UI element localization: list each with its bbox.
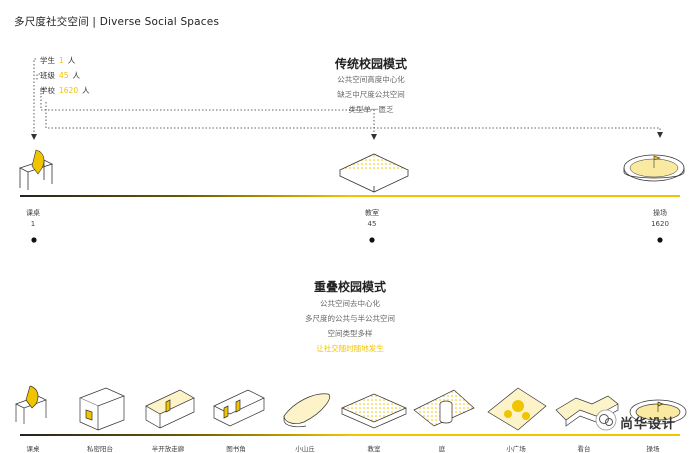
hill-icon xyxy=(283,393,330,428)
bottom-label: 看台 xyxy=(577,445,591,453)
bottom-label: 私密阳台 xyxy=(87,445,113,453)
playground-icon xyxy=(629,399,687,425)
bottom-label: 小广场 xyxy=(506,445,526,453)
tick-value: 1620 xyxy=(651,220,669,228)
bottom-label: 操场 xyxy=(646,445,660,453)
legend-label: 班级 xyxy=(40,71,55,80)
page-title: 多尺度社交空间 | Diverse Social Spaces xyxy=(14,16,220,28)
legend-label: 学校 xyxy=(40,86,55,95)
bottom-label: 庭 xyxy=(438,445,446,453)
tick-dots xyxy=(31,237,663,243)
tick-name: 课桌 xyxy=(26,209,40,217)
playground-icon xyxy=(623,154,685,182)
bottom-label: 半开放走廊 xyxy=(151,445,185,453)
tick-label-desk: 课桌 1 xyxy=(13,208,53,230)
courtyard-icon xyxy=(413,389,475,427)
legend-unit: 人 xyxy=(67,56,76,65)
legend-value: 45 xyxy=(59,71,69,80)
legend-unit: 人 xyxy=(72,71,81,80)
arrowheads xyxy=(31,132,663,140)
tick-value: 45 xyxy=(367,220,377,228)
overlap-icons xyxy=(15,385,687,431)
bottom-label: 课桌 xyxy=(26,445,40,453)
overlap-line: 多尺度的公共与半公共空间 xyxy=(305,314,395,323)
reading-corner-icon xyxy=(213,389,265,427)
scale-line xyxy=(20,195,680,197)
balcony-icon xyxy=(79,387,125,431)
legend-unit: 人 xyxy=(82,86,90,95)
tick-name: 教室 xyxy=(365,209,379,217)
legend-value: 1620 xyxy=(59,86,79,95)
overlap-highlight: 让社交随时随地发生 xyxy=(316,344,384,353)
bottom-label: 教室 xyxy=(367,445,381,453)
traditional-line: 公共空间高度中心化 xyxy=(337,75,405,84)
classroom-icon xyxy=(339,153,409,193)
wechat-icon xyxy=(595,409,617,431)
desk-icon xyxy=(18,149,54,190)
tick-name: 操场 xyxy=(653,209,667,217)
overlap-line: 公共空间去中心化 xyxy=(320,299,380,308)
tick-value: 1 xyxy=(30,220,36,228)
watermark-text: 尚华设计 xyxy=(620,417,677,432)
overlap-title: 重叠校园模式 xyxy=(313,280,386,294)
legend-label: 学生 xyxy=(40,56,55,65)
legend-value: 1 xyxy=(59,56,64,65)
corridor-icon xyxy=(145,389,195,429)
bottom-label: 图书角 xyxy=(226,445,246,453)
classroom-icon xyxy=(341,393,407,429)
tick-label-playground: 操场 1620 xyxy=(640,208,680,230)
small-square-icon xyxy=(487,387,547,431)
traditional-title: 传统校园模式 xyxy=(334,57,407,71)
desk-icon xyxy=(15,385,47,424)
scale-line-bottom xyxy=(20,434,680,436)
legend-connectors xyxy=(33,58,661,135)
bottom-label: 小山丘 xyxy=(295,445,315,453)
traditional-line: 类型单一匮乏 xyxy=(348,105,394,114)
tick-label-classroom: 教室 45 xyxy=(352,208,392,230)
overlap-line: 空间类型多样 xyxy=(327,329,373,338)
stands-icon xyxy=(555,395,619,427)
traditional-line: 缺乏中尺度公共空间 xyxy=(337,90,405,99)
